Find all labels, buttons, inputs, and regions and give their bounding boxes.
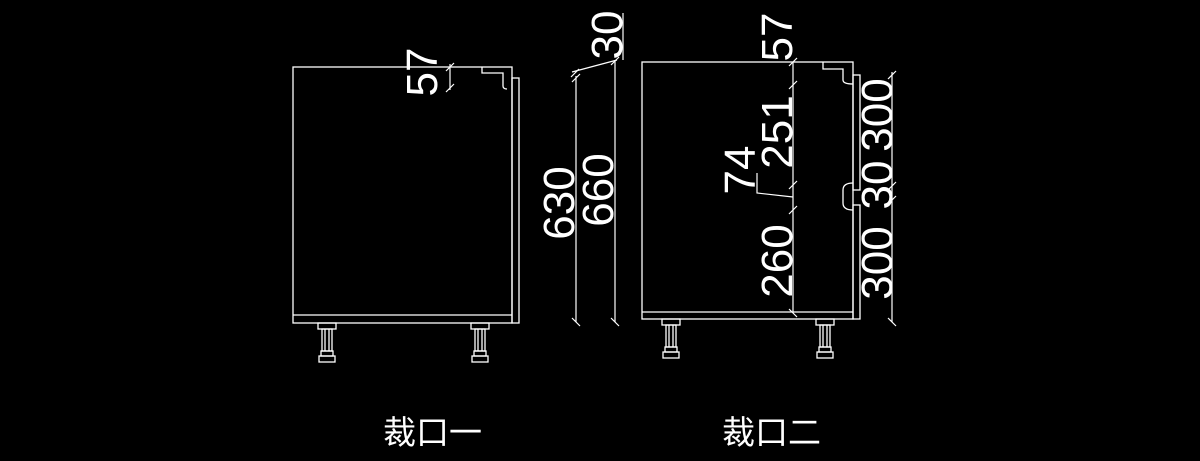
dim-text-74: 74 <box>716 146 765 195</box>
upper-door-panel <box>852 74 861 191</box>
dimension-630: 630 <box>535 73 584 327</box>
leg-right <box>470 322 490 363</box>
lower-door-panel <box>852 204 861 320</box>
dim-text-30: 30 <box>583 11 632 60</box>
leg-left <box>317 322 337 363</box>
dim-text-251: 251 <box>753 95 802 168</box>
dim-text-300-lower: 300 <box>853 226 902 299</box>
dim-text-660: 660 <box>574 153 623 226</box>
top-notch-cut <box>822 62 854 85</box>
dimension-doors: 300 30 300 <box>853 70 902 327</box>
dimension-30: 30 <box>570 11 632 78</box>
door-panel <box>511 77 520 324</box>
notch-cut <box>481 67 508 90</box>
dim-text-300-upper: 300 <box>853 78 902 151</box>
leg-left <box>661 318 681 359</box>
cabinet-body <box>292 66 513 324</box>
dim-text-260: 260 <box>753 224 802 297</box>
cabinet-two: 57 251 74 260 300 30 300 裁口二 <box>641 13 902 452</box>
dim-text-57: 57 <box>753 13 802 62</box>
dim-text-630: 630 <box>535 166 584 239</box>
middle-notch-cut <box>842 182 854 211</box>
cabinet-one: 57 30 630 660 裁口一 <box>292 11 632 452</box>
dim-text-30: 30 <box>853 161 902 210</box>
drawing-label-one: 裁口一 <box>383 413 482 452</box>
dim-text-57: 57 <box>398 48 447 97</box>
dimension-660: 660 <box>574 60 623 327</box>
leg-right <box>815 318 835 359</box>
drawing-label-two: 裁口二 <box>722 413 821 452</box>
dimension-inner: 57 251 74 260 <box>716 13 802 318</box>
dimension-57: 57 <box>398 48 455 97</box>
